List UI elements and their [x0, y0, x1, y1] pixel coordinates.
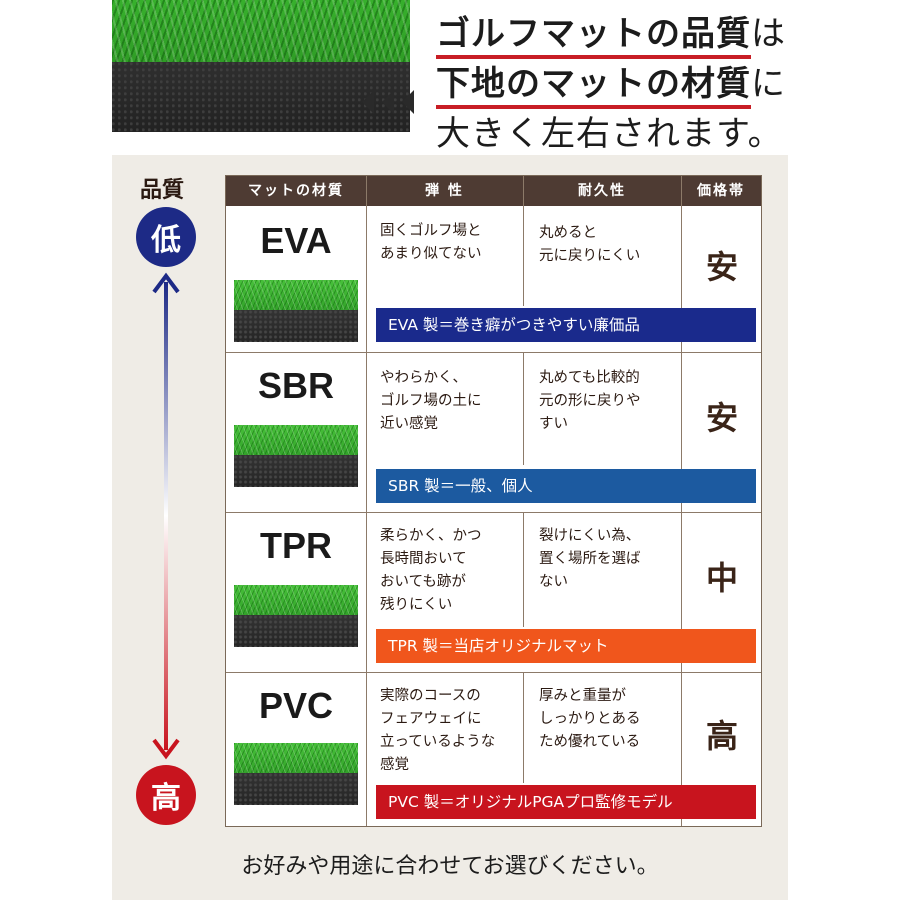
header-durability: 耐久性 — [578, 183, 626, 199]
hero-line-2-emphasis: 下地のマットの材質 — [436, 64, 751, 109]
quality-scale-arrow-icon — [152, 272, 180, 760]
hero-line-2: 下地のマットの材質に — [436, 56, 786, 109]
golf-mat-photo — [112, 0, 410, 132]
mat-sample-image — [234, 743, 358, 805]
table-row: EVA 固くゴルフ場と あまり似てない 丸めると 元に戻りにくい 安 EVA 製… — [226, 206, 761, 352]
table-row: SBR やわらかく、 ゴルフ場の土に 近い感覚 丸めても比較的 元の形に戻りや … — [226, 353, 761, 512]
mat-sample-image — [234, 585, 358, 647]
table-row: TPR 柔らかく、かつ 長時間おいて おいても跡が 残りにくい 裂けにくい為、 … — [226, 513, 761, 672]
hero-line-2-rest: に — [751, 64, 786, 104]
table-header: マットの材質 弾 性 耐久性 価格帯 — [226, 176, 761, 206]
elasticity-text: やわらかく、 ゴルフ場の土に 近い感覚 — [380, 370, 482, 432]
material-summary-bar: TPR 製＝当店オリジナルマット — [376, 629, 756, 663]
hero-line-1-emphasis: ゴルフマットの品質 — [436, 14, 751, 59]
quality-label: 品質 — [140, 177, 185, 203]
mat-sample-image — [234, 280, 358, 342]
material-name: PVC — [258, 685, 334, 726]
header-elasticity: 弾 性 — [425, 183, 464, 199]
material-name: TPR — [260, 525, 332, 566]
price-value: 安 — [705, 399, 738, 437]
table-row: PVC 実際のコースの フェアウェイに 立っているような 感覚 厚みと重量が し… — [226, 673, 761, 826]
durability-text: 裂けにくい為、 置く場所を選ば ない — [539, 528, 641, 590]
quality-low-badge: 低 — [136, 207, 196, 267]
material-summary-bar: EVA 製＝巻き癖がつきやすい廉価品 — [376, 308, 756, 342]
material-summary-bar: SBR 製＝一般、個人 — [376, 469, 756, 503]
price-value: 高 — [705, 717, 738, 755]
material-comparison-table: マットの材質 弾 性 耐久性 価格帯 EVA 固くゴルフ場と あまり似てない 丸… — [225, 175, 762, 827]
triple-left-arrow-icon — [362, 90, 414, 114]
elasticity-text: 固くゴルフ場と あまり似てない — [380, 223, 482, 262]
price-value: 中 — [705, 559, 738, 597]
header-price: 価格帯 — [697, 183, 745, 199]
material-name: SBR — [257, 365, 334, 406]
durability-text: 丸めると 元に戻りにくい — [539, 225, 641, 264]
elasticity-text: 柔らかく、かつ 長時間おいて おいても跡が 残りにくい — [380, 528, 482, 613]
durability-text: 丸めても比較的 元の形に戻りや すい — [539, 370, 641, 432]
hero-line-3: 大きく左右されます。 — [436, 114, 783, 154]
header-material: マットの材質 — [248, 183, 344, 199]
price-value: 安 — [705, 248, 738, 286]
material-summary-bar: PVC 製＝オリジナルPGAプロ監修モデル — [376, 785, 756, 819]
hero-line-1-rest: は — [751, 14, 786, 54]
hero-line-1: ゴルフマットの品質は — [436, 6, 786, 59]
footer-message: お好みや用途に合わせてお選びください。 — [241, 854, 659, 879]
material-name: EVA — [260, 220, 332, 261]
mat-sample-image — [234, 425, 358, 487]
elasticity-text: 実際のコースの フェアウェイに 立っているような 感覚 — [380, 688, 496, 773]
durability-text: 厚みと重量が しっかりとある ため優れている — [539, 688, 641, 750]
quality-high-badge: 高 — [136, 765, 196, 825]
